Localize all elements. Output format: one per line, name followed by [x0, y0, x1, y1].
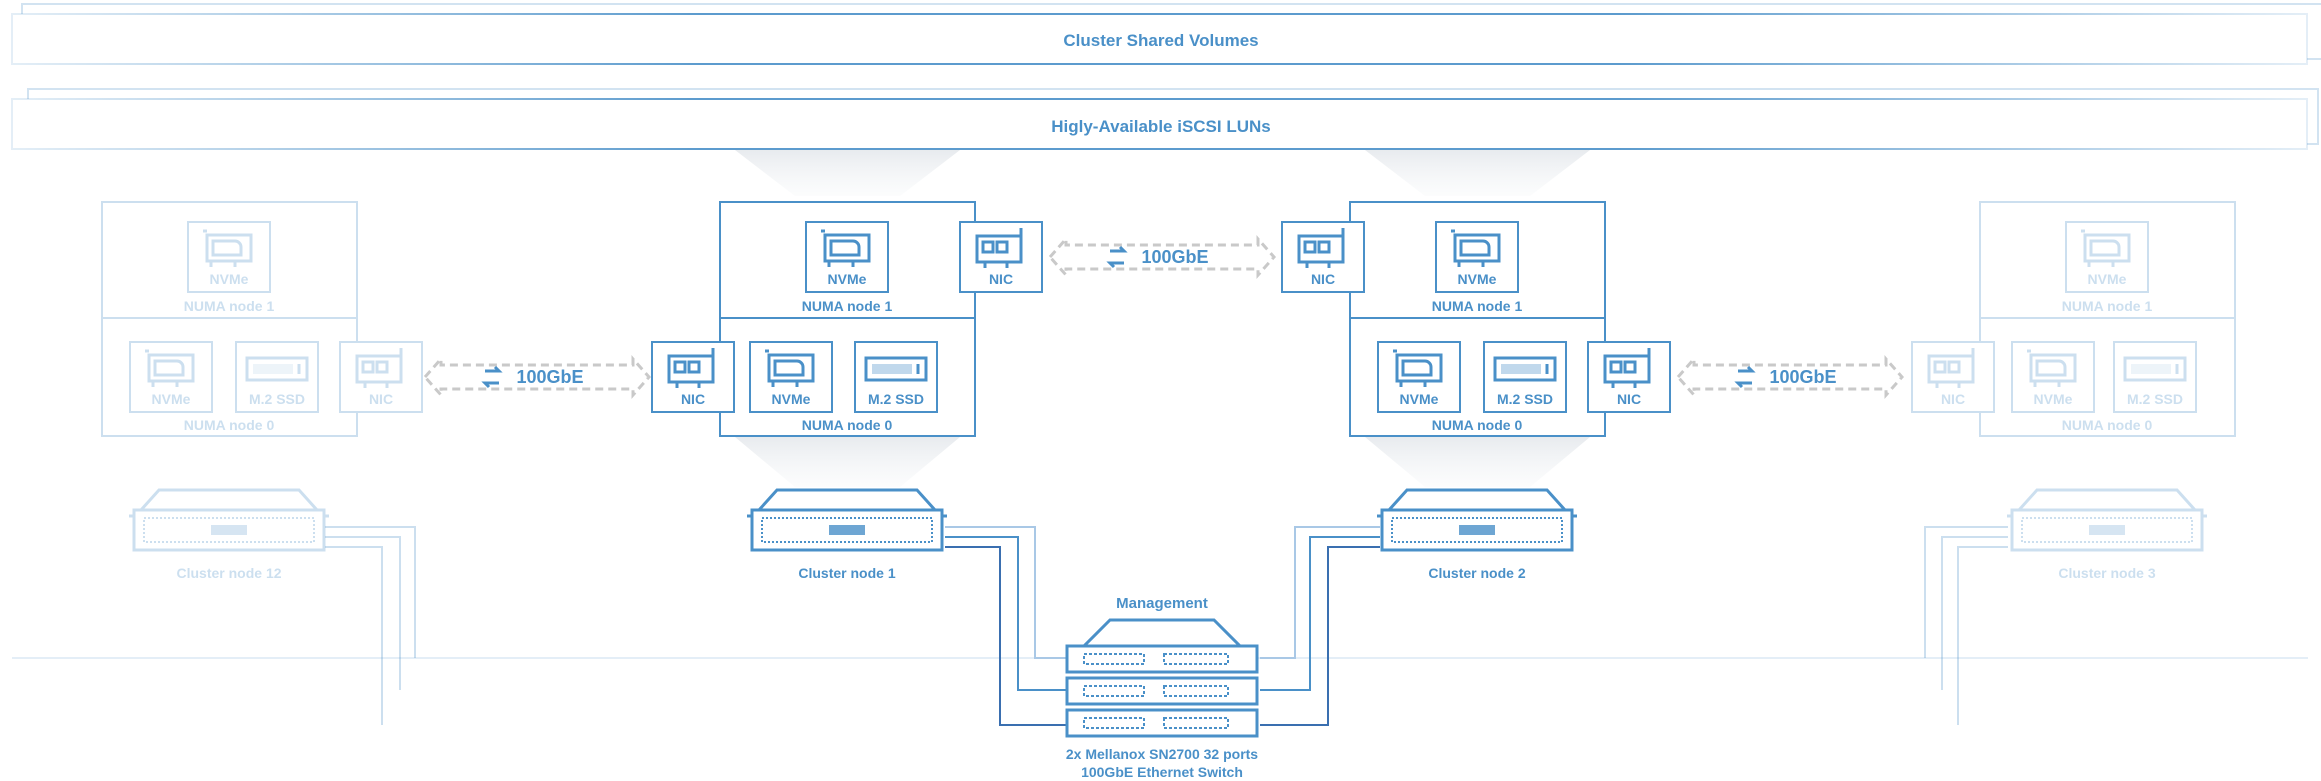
node1-m2-label: M.2 SSD [868, 391, 924, 407]
cluster-node-2: NIC NVMe NUMA node 1 NVMe M.2 SSD NIC NU… [1281, 201, 1671, 581]
node12-nvme-bottom-label: NVMe [152, 391, 191, 407]
iscsi-banner: Higly-Available iSCSI LUNs [11, 88, 2319, 150]
switch-icon [1065, 644, 1259, 674]
node2-nic-top-label: NIC [1311, 271, 1335, 287]
node1-server-label: Cluster node 1 [798, 565, 895, 581]
node3-numa0-label: NUMA node 0 [2062, 417, 2153, 433]
node2-nvme-bottom-label: NVMe [1400, 391, 1439, 407]
switch-caption-line1: 2x Mellanox SN2700 32 ports [1066, 746, 1258, 762]
link-center: 100GbE [1048, 237, 1276, 277]
node3-nvme-bottom-label: NVMe [2034, 391, 2073, 407]
funnel-node1-bottom [735, 437, 960, 487]
switch-top-cover [1080, 618, 1244, 648]
node12-m2-label: M.2 SSD [249, 391, 305, 407]
node3-nvme-top-label: NVMe [2088, 271, 2127, 287]
switch-icon [1065, 676, 1259, 706]
cluster-node-1: NVMe NIC NUMA node 1 NIC NVMe M.2 SSD NU… [651, 201, 1043, 581]
node12-nic-label: NIC [369, 391, 393, 407]
node12-nvme-top-label: NVMe [210, 271, 249, 287]
funnel-node2-bottom [1365, 437, 1590, 487]
cluster-node-3: NVMe NUMA node 1 NIC NVMe M.2 SSD NUMA n… [1911, 201, 2236, 581]
node3-m2-label: M.2 SSD [2127, 391, 2183, 407]
node3-nic-label: NIC [1941, 391, 1965, 407]
node1-numa0-label: NUMA node 0 [802, 417, 893, 433]
node2-server-label: Cluster node 2 [1428, 565, 1525, 581]
node2-numa1-label: NUMA node 1 [1432, 298, 1523, 314]
server-icon [1375, 488, 1579, 552]
switch-stack: Management 2x Mellanox SN2700 32 ports 1… [1065, 595, 1259, 780]
link-left-label: 100GbE [516, 367, 583, 387]
node1-nvme-bottom-label: NVMe [772, 391, 811, 407]
node1-nvme-top-label: NVMe [828, 271, 867, 287]
management-label: Management [1116, 595, 1208, 612]
switch-caption-line2: 100GbE Ethernet Switch [1081, 764, 1243, 780]
node2-numa0-label: NUMA node 0 [1432, 417, 1523, 433]
iscsi-banner-title: Higly-Available iSCSI LUNs [1051, 117, 1270, 136]
node12-numa1-label: NUMA node 1 [184, 298, 275, 314]
csv-banner: Cluster Shared Volumes [11, 3, 2321, 65]
server-icon [2005, 488, 2209, 552]
node1-nic-bottom-label: NIC [681, 391, 705, 407]
node1-numa1-label: NUMA node 1 [802, 298, 893, 314]
server-icon [127, 488, 331, 552]
link-right: 100GbE [1676, 357, 1904, 397]
cluster-node-12: NVMe NUMA node 1 NVMe M.2 SSD NIC NUMA n… [101, 201, 423, 581]
link-right-label: 100GbE [1769, 367, 1836, 387]
csv-banner-title: Cluster Shared Volumes [1063, 31, 1258, 50]
node3-numa1-label: NUMA node 1 [2062, 298, 2153, 314]
node2-nic-bottom-label: NIC [1617, 391, 1641, 407]
node12-numa0-label: NUMA node 0 [184, 417, 275, 433]
node12-server-label: Cluster node 12 [176, 565, 281, 581]
node2-nvme-top-label: NVMe [1458, 271, 1497, 287]
funnel-node2-top [1365, 150, 1590, 196]
switch-icon [1065, 708, 1259, 738]
link-center-label: 100GbE [1141, 247, 1208, 267]
node1-nic-top-label: NIC [989, 271, 1013, 287]
funnel-node1-top [735, 150, 960, 196]
server-icon [745, 488, 949, 552]
node3-server-label: Cluster node 3 [2058, 565, 2155, 581]
link-left: 100GbE [423, 357, 651, 397]
node2-m2-label: M.2 SSD [1497, 391, 1553, 407]
